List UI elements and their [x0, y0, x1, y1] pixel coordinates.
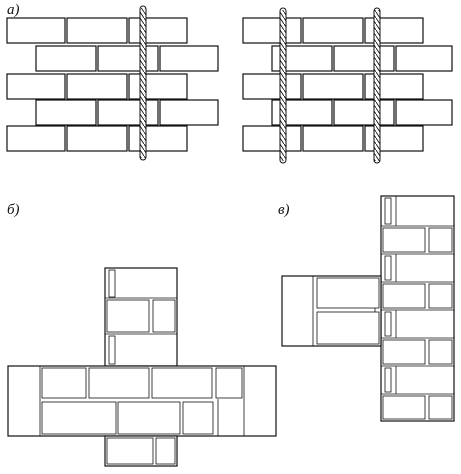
wall-a-right [242, 17, 453, 152]
figure-label-a: а) [7, 2, 20, 18]
wall-junction-v [281, 195, 455, 422]
wall-a-left [6, 17, 219, 152]
reinforcing-rod [279, 7, 287, 164]
reinforcing-rod [139, 5, 147, 161]
figure-label-b: б) [7, 202, 20, 218]
reinforcing-rod [373, 7, 381, 164]
figure-label-v: в) [278, 202, 290, 218]
wall-junction-b [7, 267, 277, 467]
